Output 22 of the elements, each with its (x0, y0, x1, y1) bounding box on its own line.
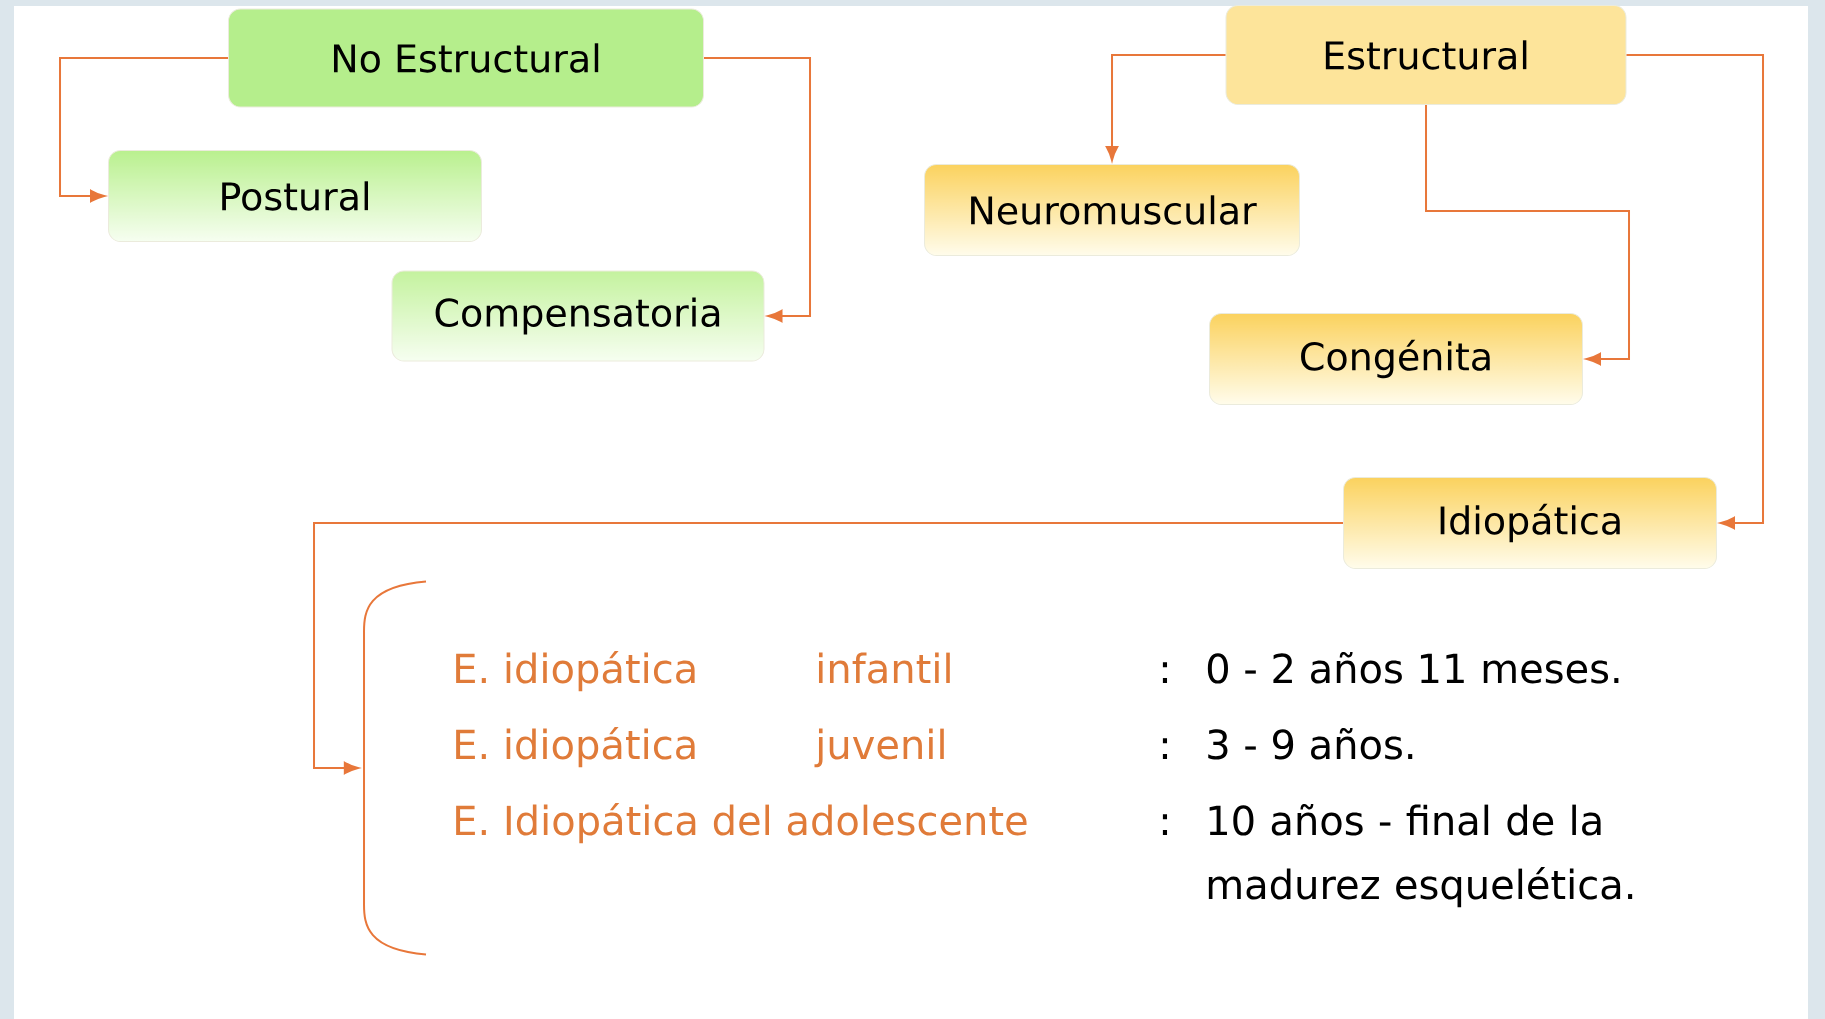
arrow (313, 522, 1344, 775)
category-box: Congénita (1209, 313, 1583, 405)
age-group-name: infantil (819, 652, 950, 684)
arrow (1625, 54, 1764, 530)
curly-bracket (363, 580, 427, 956)
age-range: 3 - 9 años. (1208, 727, 1413, 760)
arrow (1425, 104, 1630, 366)
arrow (1105, 54, 1227, 161)
category-box: Postural (108, 150, 482, 242)
age-group-name: juvenil (814, 728, 944, 768)
age-range: 0 - 2 años 11 meses. (1207, 651, 1619, 684)
category-box: No Estructural (228, 8, 704, 108)
age-range: 10 años - final de la madurez esquelética. (1208, 803, 1633, 908)
separator: : (1162, 738, 1168, 759)
arrow (59, 57, 229, 203)
category-box: Estructural (1225, 5, 1627, 105)
category-box: Compensatoria (391, 270, 765, 362)
separator: : (1162, 662, 1168, 683)
arrow (703, 57, 811, 323)
separator: : (1162, 814, 1168, 835)
category-box: Neuromuscular (924, 164, 1300, 256)
category-box: Idiopática (1343, 477, 1717, 569)
